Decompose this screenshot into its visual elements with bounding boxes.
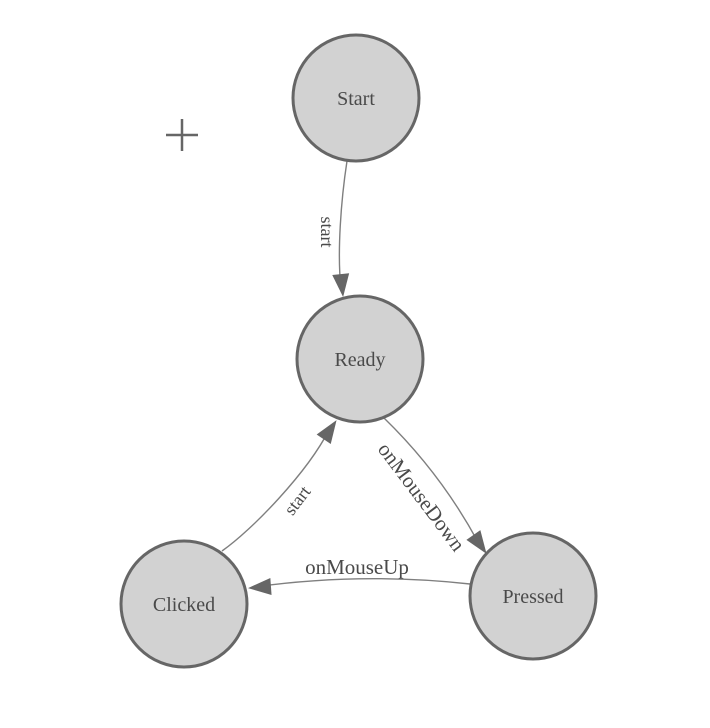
node-clicked-label: Clicked bbox=[153, 594, 215, 616]
node-start[interactable]: Start bbox=[291, 33, 421, 163]
node-pressed[interactable]: Pressed bbox=[468, 531, 598, 661]
edge-start-to-ready-line[interactable] bbox=[338, 160, 348, 289]
node-clicked[interactable]: Clicked bbox=[119, 539, 249, 669]
node-start-label: Start bbox=[337, 88, 375, 110]
arrowhead-into-clicked bbox=[248, 577, 272, 595]
arrowhead-into-ready-from-clicked bbox=[316, 420, 337, 444]
edge-label-onmouseup: onMouseUp bbox=[305, 555, 409, 579]
edge-ready-to-pressed-line[interactable] bbox=[383, 417, 479, 543]
node-pressed-label: Pressed bbox=[502, 586, 563, 608]
arrowhead-into-ready-from-start bbox=[332, 273, 350, 297]
edge-start-to-ready[interactable]: start bbox=[317, 160, 352, 298]
edge-clicked-to-ready[interactable]: start bbox=[221, 415, 344, 552]
edge-label-start-to-ready: start bbox=[317, 217, 337, 248]
node-ready-circle[interactable] bbox=[295, 294, 425, 424]
edge-pressed-to-clicked-line[interactable] bbox=[253, 577, 471, 588]
node-pressed-circle[interactable] bbox=[468, 531, 598, 661]
edge-clicked-to-ready-line[interactable] bbox=[221, 429, 330, 552]
edge-ready-to-pressed[interactable]: onMouseDown bbox=[373, 417, 493, 559]
node-clicked-circle[interactable] bbox=[119, 539, 249, 669]
edge-pressed-to-clicked[interactable]: onMouseUp bbox=[247, 555, 471, 597]
node-ready[interactable]: Ready bbox=[295, 294, 425, 424]
node-start-circle[interactable] bbox=[291, 33, 421, 163]
origin-crosshair-icon bbox=[166, 119, 198, 151]
edge-label-clicked-to-ready: start bbox=[280, 482, 315, 519]
arrowhead-into-pressed bbox=[466, 530, 487, 554]
edge-label-onmousedown: onMouseDown bbox=[373, 438, 470, 556]
node-ready-label: Ready bbox=[334, 349, 385, 371]
